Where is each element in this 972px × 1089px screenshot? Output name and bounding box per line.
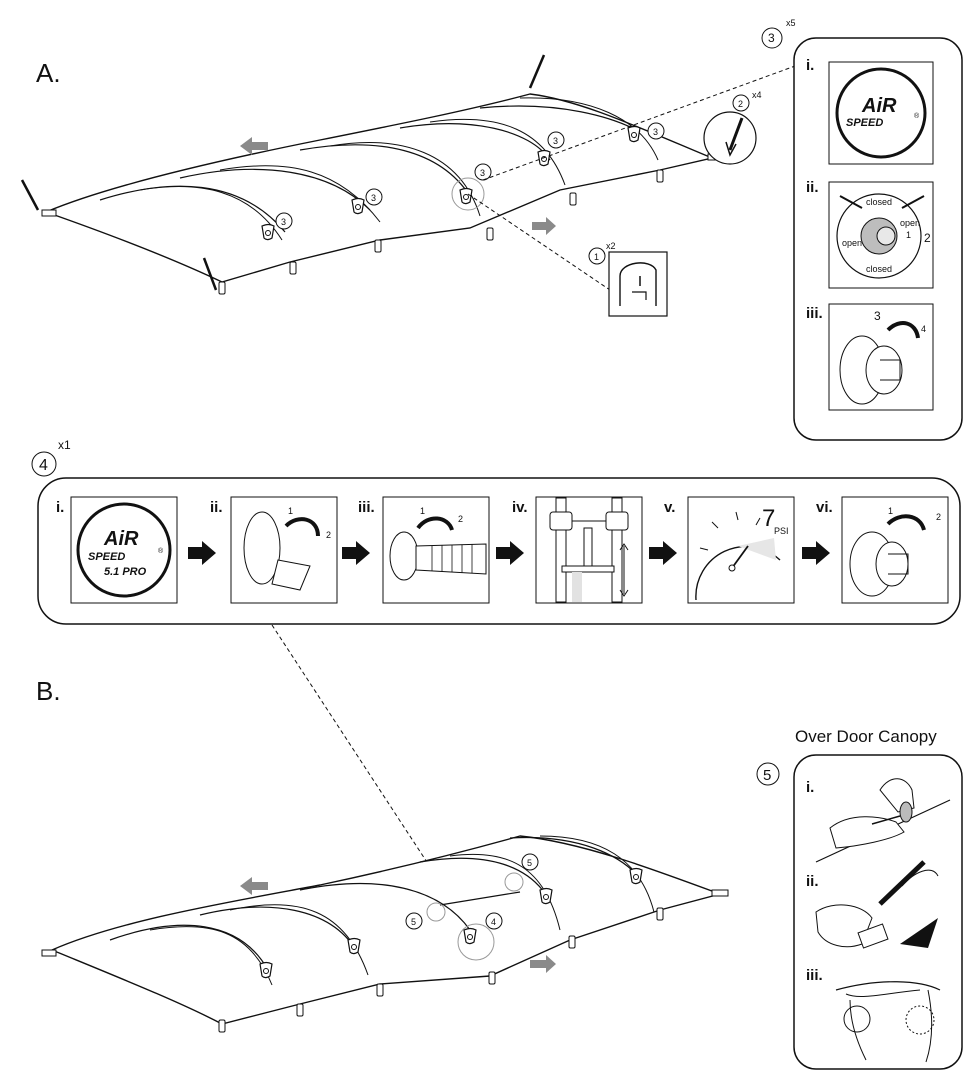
inflation-step-i: i. bbox=[56, 499, 64, 516]
callout-1-qty: x2 bbox=[606, 241, 616, 251]
inflation-step-v: v. bbox=[664, 499, 675, 516]
cap-num-3: 3 bbox=[874, 309, 881, 323]
canopy-step-iii: iii. bbox=[806, 967, 823, 984]
canopy-title: Over Door Canopy bbox=[795, 727, 937, 746]
section-a-label: A. bbox=[36, 58, 61, 88]
section-b-label: B. bbox=[36, 676, 61, 706]
inflation-step: 4 bbox=[39, 457, 48, 474]
valve-step-iii: iii. bbox=[806, 305, 823, 322]
inflation-ii-num-1: 1 bbox=[288, 506, 293, 516]
inflation-strip: i. AiR SPEED 5.1 PRO ® ii. 1 2 iii. 1 2 … bbox=[37, 477, 961, 625]
valve-step-i: i. bbox=[806, 57, 814, 74]
callout-3b: 3 bbox=[371, 193, 376, 203]
gauge-unit: PSI bbox=[774, 526, 789, 536]
callout-2: 2 bbox=[738, 99, 743, 109]
inflation-step-iii: iii. bbox=[358, 499, 375, 516]
cap-num-4: 4 bbox=[921, 324, 926, 334]
awning-illustration-b: 5 5 4 bbox=[41, 835, 729, 1033]
callout-3c: 3 bbox=[480, 168, 485, 178]
peg-detail: 2 x4 bbox=[703, 90, 762, 165]
callout-3d: 3 bbox=[553, 136, 558, 146]
canopy-panel: i. ii. iii. bbox=[793, 754, 963, 1070]
pump-logo-air: AiR bbox=[103, 528, 139, 550]
clip-detail: 1 x2 bbox=[467, 193, 668, 317]
callout-2-qty: x4 bbox=[752, 90, 762, 100]
dial-open-right: open bbox=[900, 218, 920, 228]
inflation-step-vi: vi. bbox=[816, 499, 833, 516]
inflation-step-ii: ii. bbox=[210, 499, 223, 516]
inflation-iii-num-2: 2 bbox=[458, 514, 463, 524]
valve-panel: i. AiR SPEED ® ii. closed open closed op… bbox=[793, 37, 963, 441]
callout-1: 1 bbox=[594, 252, 599, 262]
logo-registered: ® bbox=[914, 112, 920, 120]
valve-step-ii: ii. bbox=[806, 179, 819, 196]
pump-logo-speed: SPEED bbox=[88, 551, 125, 563]
dial-num-2: 2 bbox=[924, 231, 931, 245]
logo-speed: SPEED bbox=[846, 117, 883, 129]
awning-illustration-a: 3 3 3 3 3 bbox=[20, 54, 725, 295]
callout-b-4: 4 bbox=[491, 917, 496, 927]
canopy-step-ii: ii. bbox=[806, 873, 819, 890]
logo-air: AiR bbox=[861, 95, 897, 117]
dial-num-1: 1 bbox=[906, 230, 911, 240]
canopy-step: 5 bbox=[763, 767, 771, 784]
callout-b-5a: 5 bbox=[411, 917, 416, 927]
callout-3-panel: 3 bbox=[768, 31, 775, 45]
inflation-step-iv: iv. bbox=[512, 499, 528, 516]
inflation-ii-num-2: 2 bbox=[326, 530, 331, 540]
callout-3e: 3 bbox=[653, 127, 658, 137]
callout-3-qty: x5 bbox=[786, 18, 796, 28]
callout-b-5b: 5 bbox=[527, 858, 532, 868]
callout-3a: 3 bbox=[281, 217, 286, 227]
pump-logo-registered: ® bbox=[158, 547, 164, 555]
canopy-step-i: i. bbox=[806, 779, 814, 796]
inflation-qty: x1 bbox=[58, 438, 71, 452]
dial-closed-top: closed bbox=[866, 197, 892, 207]
dial-closed-bottom: closed bbox=[866, 264, 892, 274]
inflation-iii-num-1: 1 bbox=[420, 506, 425, 516]
gauge-value: 7 bbox=[762, 505, 775, 532]
inflation-vi-num-1: 1 bbox=[888, 506, 893, 516]
pump-logo-pro: 5.1 PRO bbox=[104, 566, 147, 578]
inflation-vi-num-2: 2 bbox=[936, 512, 941, 522]
dial-open-left: open bbox=[842, 238, 862, 248]
